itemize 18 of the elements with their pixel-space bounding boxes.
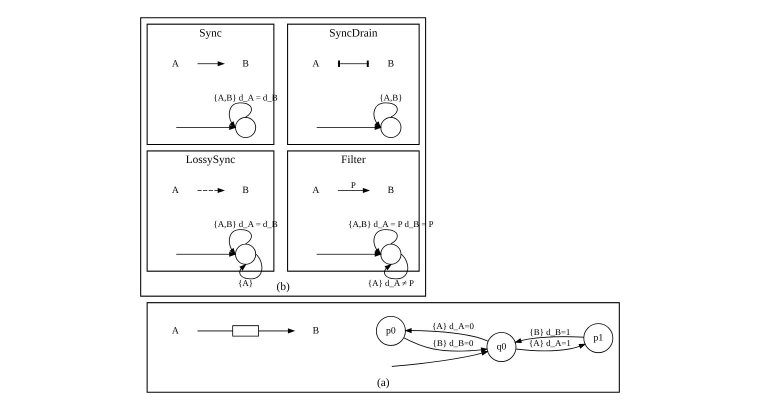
- node-text: A: [172, 58, 179, 70]
- edge-label: {B} d_B=1: [529, 326, 570, 337]
- node-text: B: [312, 325, 320, 336]
- edge-label: {A} d_A=1: [528, 338, 571, 348]
- edge-label: {B} d_B=0: [432, 338, 474, 348]
- node-text: A: [172, 184, 179, 196]
- edge-label: {A}: [238, 278, 254, 288]
- edge-label: {A} d_A ≠ P: [368, 278, 414, 288]
- node-text: B: [242, 184, 249, 196]
- edge-label: {A,B}: [379, 92, 402, 102]
- node-text: A: [312, 184, 320, 196]
- node-text: B: [388, 58, 394, 70]
- edge-label: {A} d_A=0: [432, 321, 474, 332]
- node-text: B: [388, 184, 394, 196]
- node-text: A: [312, 58, 320, 70]
- node-text: B: [242, 58, 249, 70]
- node-text: A: [172, 325, 179, 336]
- edge-label: P: [350, 180, 356, 190]
